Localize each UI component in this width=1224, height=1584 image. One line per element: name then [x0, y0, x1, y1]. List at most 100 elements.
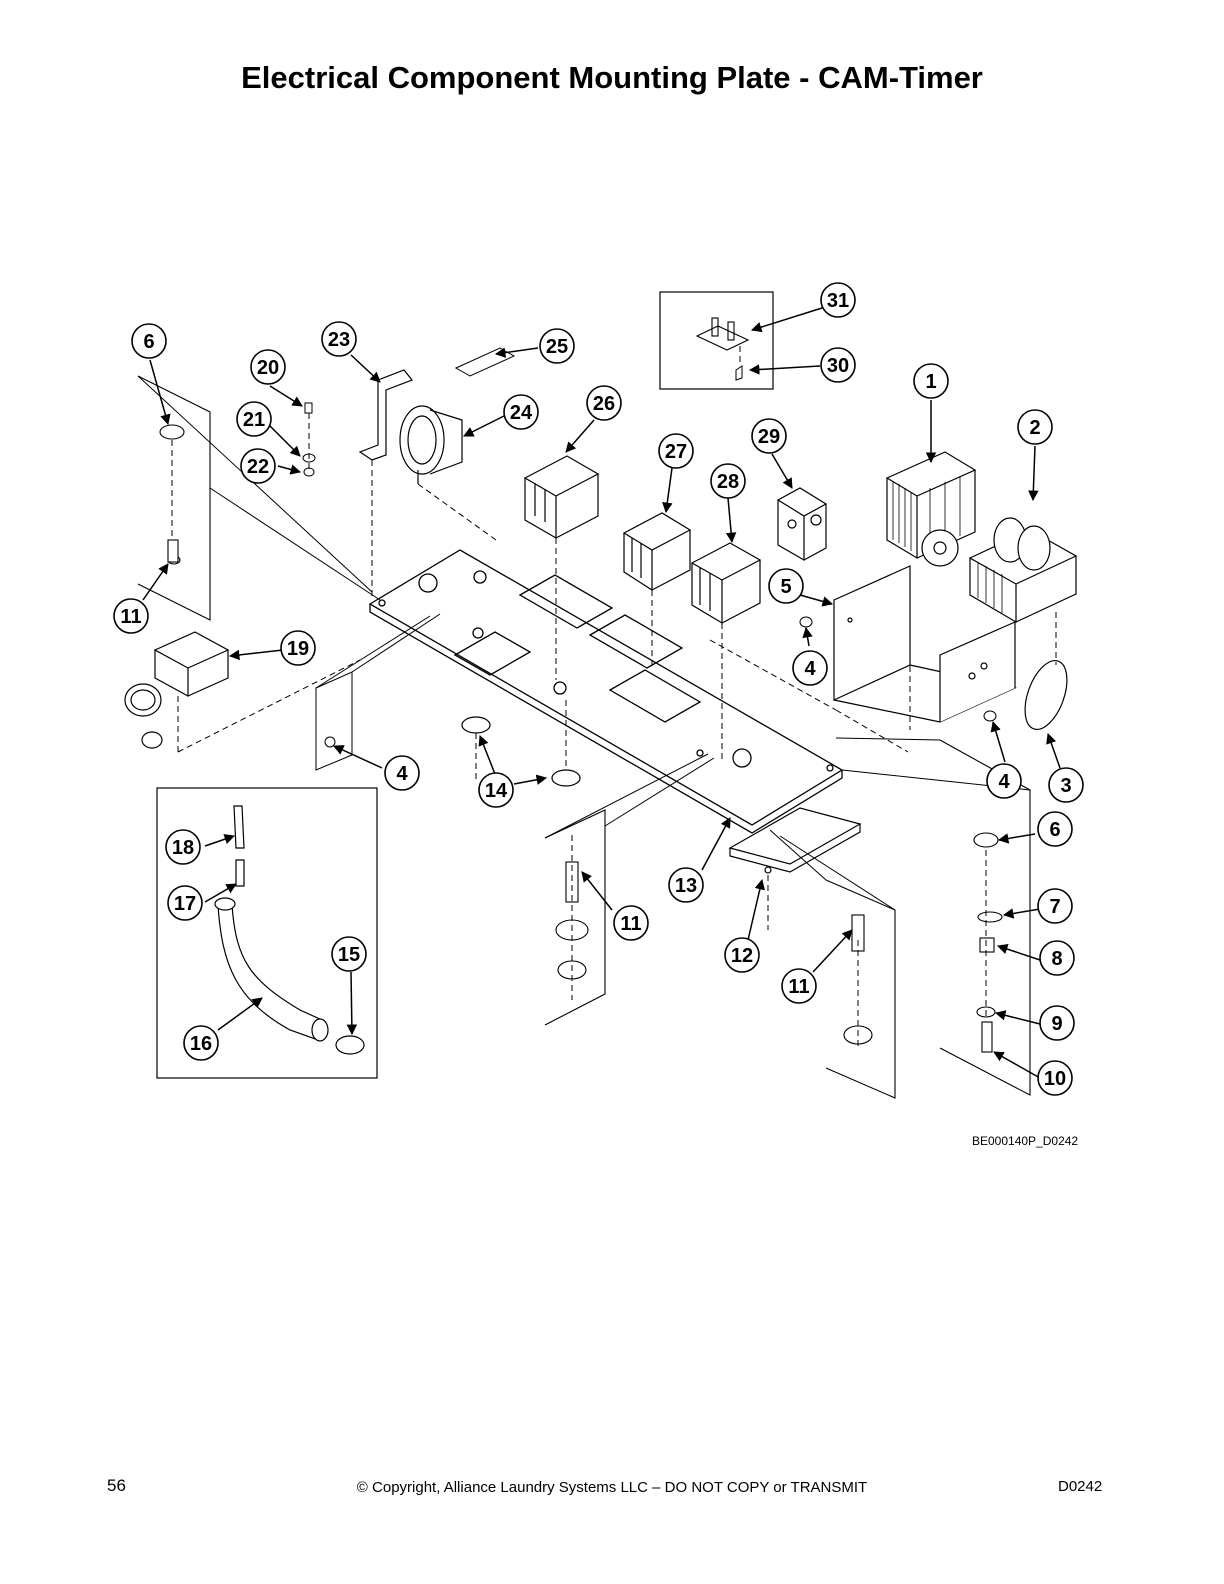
callout-number: 29 — [758, 426, 780, 448]
callout-number: 8 — [1051, 948, 1062, 970]
contactor-27 — [622, 512, 692, 592]
callout-9: 9 — [1039, 1005, 1075, 1041]
callout-circle — [1048, 767, 1084, 803]
callout-number: 25 — [546, 336, 568, 358]
callout-24: 24 — [503, 394, 539, 430]
callout-29: 29 — [751, 418, 787, 454]
callout-circle — [751, 418, 787, 454]
callout-circle — [586, 385, 622, 421]
callout-number: 6 — [1049, 819, 1060, 841]
callout-circle — [384, 755, 420, 791]
callout-27: 27 — [658, 433, 694, 469]
timer-bracket — [833, 565, 1017, 723]
part-30 — [735, 365, 743, 381]
callout-number: 30 — [827, 355, 849, 377]
callout-circle — [167, 885, 203, 921]
callout-circle — [1037, 1060, 1073, 1096]
dashed-guides — [171, 346, 1057, 1050]
callout-number: 22 — [247, 456, 269, 478]
terminal-block-19 — [124, 631, 230, 749]
callout-circle — [1037, 811, 1073, 847]
cam-timer-1 — [885, 451, 977, 567]
callout-circle — [986, 763, 1022, 799]
screw-4c — [324, 736, 336, 748]
callout-number: 4 — [396, 763, 408, 785]
callout-12: 12 — [724, 937, 760, 973]
inset-box-31-30 — [659, 291, 774, 390]
bracket-12 — [728, 807, 862, 874]
drawing-id: BE000140P_D0242 — [972, 1134, 1079, 1148]
copyright-notice: © Copyright, Alliance Laundry Systems LL… — [356, 1479, 868, 1496]
callout-26: 26 — [586, 385, 622, 421]
callout-number: 3 — [1060, 775, 1071, 797]
callout-circle — [1039, 940, 1075, 976]
screw-4b — [983, 710, 997, 722]
callout-circle — [503, 394, 539, 430]
callout-11: 11 — [613, 905, 649, 941]
callout-19: 19 — [280, 630, 316, 666]
timer-disc-3 — [1024, 660, 1068, 730]
callout-number: 15 — [338, 944, 360, 966]
callout-15: 15 — [331, 936, 367, 972]
callout-8: 8 — [1039, 940, 1075, 976]
callout-number: 4 — [998, 771, 1010, 793]
callout-number: 7 — [1049, 896, 1060, 918]
mounting-plate — [368, 549, 844, 834]
callout-number: 21 — [243, 409, 265, 431]
callout-number: 16 — [190, 1033, 212, 1055]
callout-2: 2 — [1017, 409, 1053, 445]
hose-assembly — [214, 805, 365, 1055]
callout-circle — [539, 328, 575, 364]
contactor-26 — [523, 455, 600, 540]
callout-number: 1 — [925, 371, 936, 393]
hardware-lower-stack — [544, 809, 896, 1099]
callout-4: 4 — [384, 755, 420, 791]
callout-number: 5 — [780, 576, 791, 598]
inset-box-hose — [156, 787, 378, 1079]
callout-number: 11 — [120, 606, 141, 628]
callout-16: 16 — [183, 1025, 219, 1061]
callout-number: 10 — [1044, 1068, 1066, 1090]
callout-7: 7 — [1037, 888, 1073, 924]
callout-13: 13 — [668, 867, 704, 903]
callout-3: 3 — [1048, 767, 1084, 803]
callout-17: 17 — [167, 885, 203, 921]
callout-number: 4 — [804, 658, 816, 680]
callout-number: 31 — [827, 290, 849, 312]
callout-number: 6 — [143, 331, 154, 353]
callout-number: 11 — [788, 976, 809, 998]
callout-circle — [131, 323, 167, 359]
callout-circle — [820, 282, 856, 318]
callout-5: 5 — [768, 568, 804, 604]
callout-number: 17 — [174, 893, 196, 915]
part-31 — [695, 317, 750, 351]
callout-circle — [321, 321, 357, 357]
callout-circle — [724, 937, 760, 973]
callout-6: 6 — [1037, 811, 1073, 847]
callout-circle — [165, 829, 201, 865]
callout-circle — [250, 349, 286, 385]
callout-circle — [183, 1025, 219, 1061]
callout-circle — [613, 905, 649, 941]
callout-circle — [913, 363, 949, 399]
callout-20: 20 — [250, 349, 286, 385]
callout-circle — [236, 401, 272, 437]
callout-number: 19 — [287, 638, 309, 660]
callout-number: 14 — [485, 780, 508, 802]
callout-labels: 1234445667891011111112131415161718192021… — [113, 282, 1084, 1096]
callout-circle — [781, 968, 817, 1004]
callout-circle — [668, 867, 704, 903]
page-title: Electrical Component Mounting Plate - CA… — [241, 60, 983, 95]
pressure-switch-24 — [358, 369, 463, 484]
callout-circle — [280, 630, 316, 666]
callout-number: 13 — [675, 875, 697, 897]
callout-number: 23 — [328, 329, 350, 351]
callout-30: 30 — [820, 347, 856, 383]
callout-1: 1 — [913, 363, 949, 399]
callout-number: 20 — [257, 357, 279, 379]
relay-29 — [776, 487, 828, 562]
callout-23: 23 — [321, 321, 357, 357]
callout-11: 11 — [781, 968, 817, 1004]
callout-arrows — [142, 307, 1061, 1079]
grommet-14a — [461, 716, 491, 734]
